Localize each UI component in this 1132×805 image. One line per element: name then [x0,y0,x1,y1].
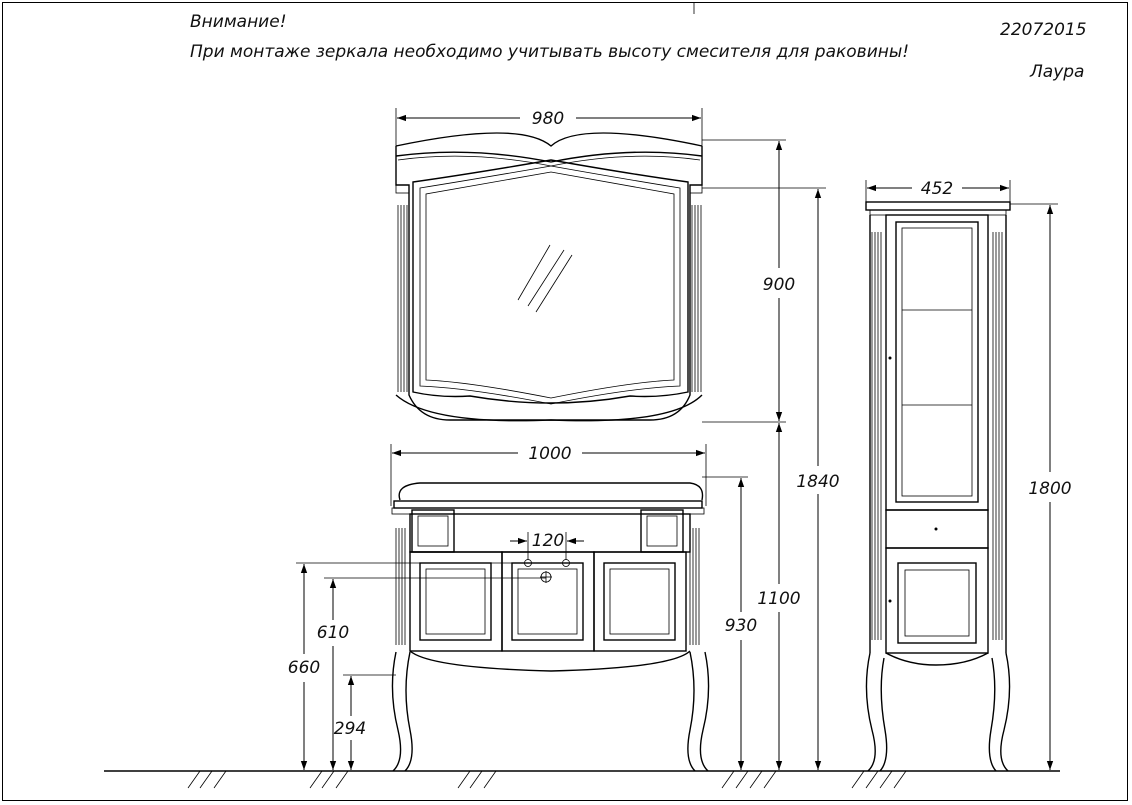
label-120: 120 [532,531,564,551]
dim-mirror-top-height: 1840 [702,187,840,770]
label-1000: 1000 [528,444,571,464]
dim-mirror-bottom-height: 1100 [757,423,801,770]
dim-faucet-spacing: 120 [510,531,584,560]
dim-vanity-height: 930 [702,476,757,770]
dim-mirror-height: 900 [702,139,795,423]
dim-cabinet-width: 452 [865,179,1011,204]
warning-title: Внимание! [190,12,287,32]
dim-leg-height: 294 [334,674,396,770]
label-1840: 1840 [796,472,839,492]
dim-mirror-width: 980 [395,108,703,148]
tall-cabinet [865,201,1011,772]
label-610: 610 [317,623,349,643]
vanity [391,482,710,772]
label-452: 452 [921,179,953,199]
dim-faucet-height: 660 [288,562,528,770]
label-1800: 1800 [1028,479,1071,499]
label-900: 900 [763,275,795,295]
model-name: Лаура [1030,62,1085,82]
dim-cabinet-height: 1800 [1010,203,1072,770]
warning-text: При монтаже зеркала необходимо учитывать… [190,42,910,62]
floor-line [104,770,1060,789]
label-660: 660 [288,658,320,678]
document-code: 22072015 [1000,20,1087,40]
dim-vanity-width: 1000 [390,444,707,506]
label-294: 294 [334,719,366,739]
label-930: 930 [725,616,757,636]
label-1100: 1100 [757,589,800,609]
dim-drain-height: 610 [317,577,546,770]
label-980: 980 [532,109,564,129]
mirror [395,132,703,422]
